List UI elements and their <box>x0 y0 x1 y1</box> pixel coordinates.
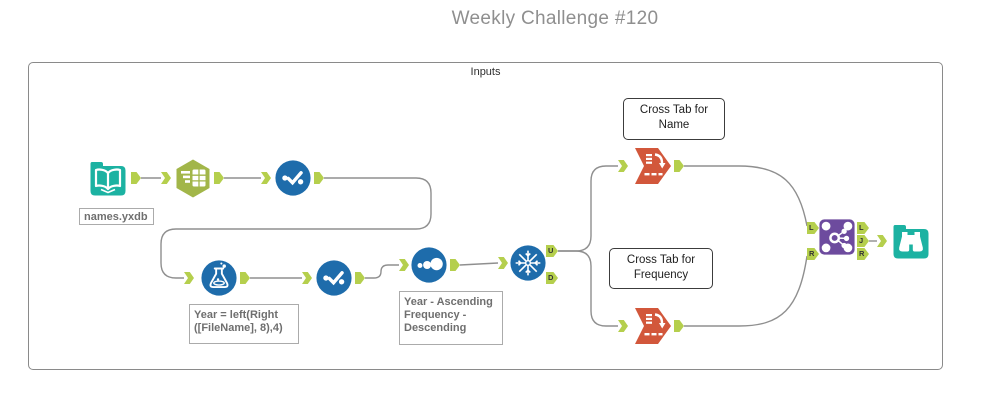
formula-output-anchor[interactable] <box>240 272 250 284</box>
select-tool-1[interactable] <box>274 159 312 197</box>
formula-input-anchor[interactable] <box>184 272 194 284</box>
input-data-annotation[interactable]: names.yxdb <box>79 208 154 225</box>
flask-icon <box>201 260 237 296</box>
text-to-columns-tool[interactable] <box>173 158 213 198</box>
sort-output-anchor[interactable] <box>450 259 460 271</box>
cross-tab-icon <box>635 148 671 184</box>
cross-tab-name-input-anchor[interactable] <box>618 160 628 172</box>
join-output-anchor-r[interactable]: R <box>857 248 869 260</box>
select2-input-anchor[interactable] <box>302 272 312 284</box>
cross-tab-frequency-output-anchor[interactable] <box>674 320 684 332</box>
unique-output-anchor-d[interactable]: D <box>546 272 558 284</box>
input-data-output-anchor[interactable] <box>131 172 141 184</box>
cross-tab-icon <box>635 308 671 344</box>
cross-tab-name-output-anchor[interactable] <box>674 160 684 172</box>
text-to-columns-output-anchor[interactable] <box>214 172 224 184</box>
sort-input-anchor[interactable] <box>399 259 409 271</box>
tool-container[interactable]: Inputs <box>28 62 943 370</box>
unique-tool[interactable] <box>509 244 547 282</box>
select1-input-anchor[interactable] <box>261 172 271 184</box>
text-to-columns-input-anchor[interactable] <box>161 172 171 184</box>
join-tool[interactable] <box>818 218 856 256</box>
formula-annotation[interactable]: Year = left(Right ([FileName], 8),4) <box>189 304 299 344</box>
checkmark-icon <box>316 260 352 296</box>
unique-output-anchor-u[interactable]: U <box>546 245 558 257</box>
join-output-anchor-l[interactable]: L <box>857 222 869 234</box>
wire-select2-to-sort <box>365 264 399 279</box>
browse-tool[interactable] <box>891 221 931 261</box>
select-tool-2[interactable] <box>315 259 353 297</box>
cross-tab-frequency-input-anchor[interactable] <box>618 320 628 332</box>
sort-annotation[interactable]: Year - Ascending Frequency - Descending <box>399 291 503 345</box>
input-data-tool[interactable] <box>88 158 128 198</box>
join-output-anchor-j[interactable]: J <box>857 235 869 247</box>
join-input-anchor-r[interactable]: R <box>807 248 819 260</box>
wire-select1-to-formula <box>160 177 432 279</box>
connection-wires <box>141 165 877 327</box>
checkmark-icon <box>275 160 311 196</box>
page-title: Weekly Challenge #120 <box>451 8 659 29</box>
container-label: Inputs <box>470 66 501 78</box>
cross-tab-tool-name[interactable] <box>633 146 673 186</box>
join-input-anchor-l[interactable]: L <box>807 222 819 234</box>
wire-unique-to-crosstab2 <box>558 250 618 327</box>
binoculars-icon <box>893 225 929 259</box>
open-book-icon <box>90 162 126 196</box>
browse-input-anchor[interactable] <box>877 235 887 247</box>
formula-tool[interactable] <box>200 259 238 297</box>
comment-cross-tab-frequency[interactable]: Cross Tab for Frequency <box>609 248 713 289</box>
wire-sort-to-unique <box>459 262 499 266</box>
sort-tool[interactable] <box>410 246 448 284</box>
select2-output-anchor[interactable] <box>355 272 365 284</box>
parse-hexagon-icon <box>176 159 210 198</box>
wire-unique-to-crosstab1 <box>558 165 618 252</box>
unique-input-anchor[interactable] <box>498 257 508 269</box>
join-network-icon <box>819 219 855 255</box>
cross-tab-tool-frequency[interactable] <box>633 306 673 346</box>
comment-cross-tab-name[interactable]: Cross Tab for Name <box>623 98 725 140</box>
wire-crosstab1-to-join-l <box>684 165 808 227</box>
select1-output-anchor[interactable] <box>314 172 324 184</box>
snowflake-icon <box>510 245 546 281</box>
sort-dots-icon <box>411 247 447 283</box>
wire-crosstab2-to-join-r <box>684 255 808 327</box>
